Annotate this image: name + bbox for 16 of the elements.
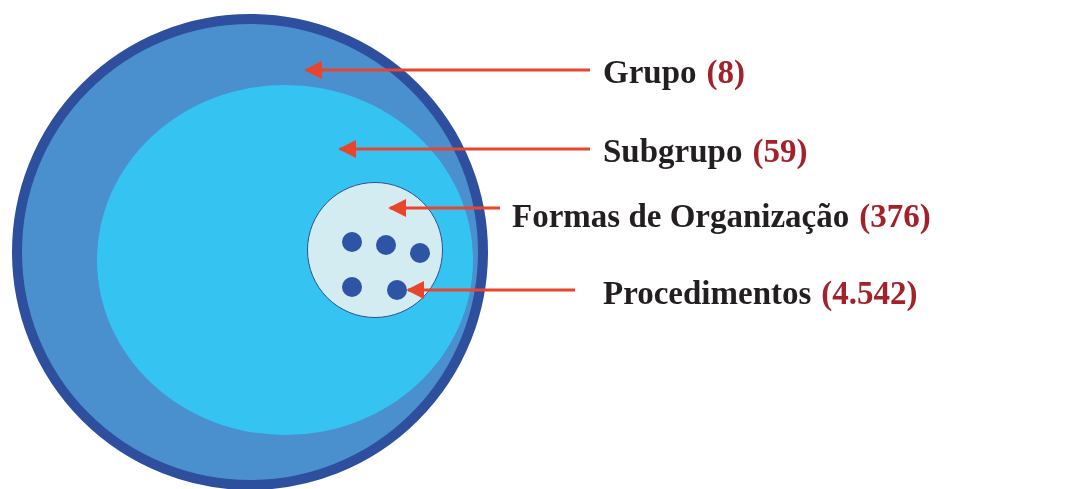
category-label: Procedimentos (603, 274, 812, 313)
category-label: Subgrupo (603, 132, 743, 171)
dot (410, 243, 430, 263)
dot (376, 235, 396, 255)
dot (387, 280, 407, 300)
dot (342, 232, 362, 252)
leader-arrow (304, 61, 590, 79)
count-number: (59) (752, 132, 808, 171)
dot (342, 277, 362, 297)
leader-arrow (338, 140, 590, 158)
count-number: (8) (706, 53, 745, 92)
count-number: (376) (859, 197, 931, 236)
leader-arrow (406, 281, 575, 299)
category-label: Grupo (603, 53, 697, 92)
count-number: (4.542) (821, 274, 918, 313)
category-label: Formas de Organização (512, 197, 850, 236)
